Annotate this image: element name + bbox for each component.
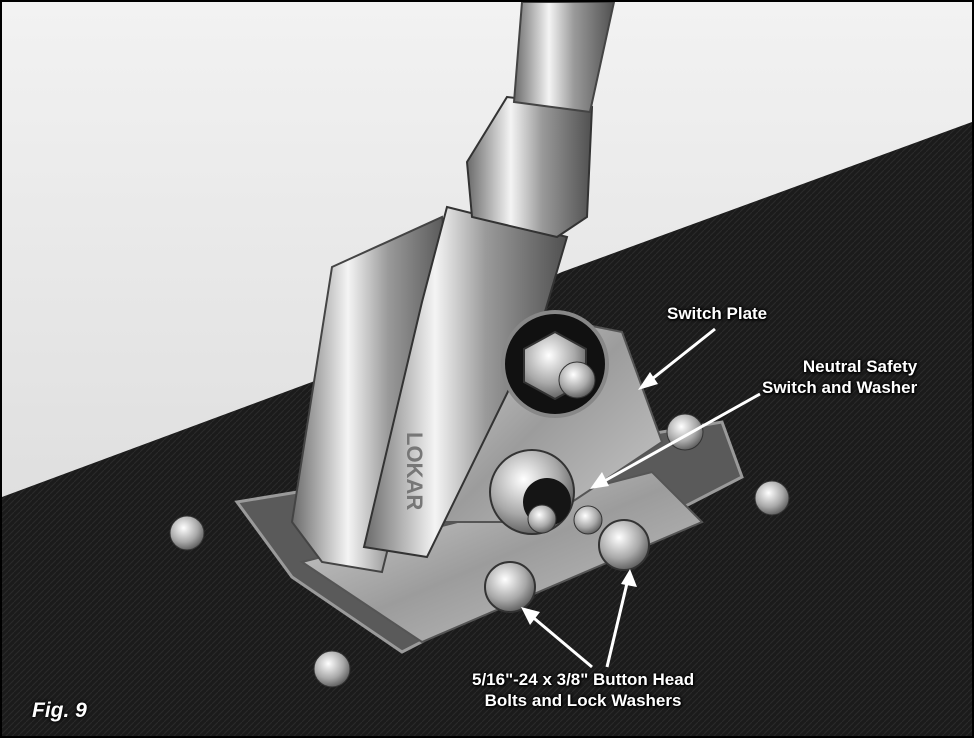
annotation-arrows: [521, 327, 761, 669]
lever-engraving: LOKAR: [402, 432, 427, 510]
screw-right: [754, 480, 790, 516]
screw-bottom: [313, 650, 351, 688]
figure-number: Fig. 9: [32, 699, 87, 722]
arrow-switch-plate: [646, 327, 716, 385]
arrow-safety-switch: [598, 392, 761, 486]
shift-rod: [512, 2, 616, 114]
arrowhead-bolt-left: [521, 607, 540, 625]
shifter-arm: [290, 215, 454, 574]
label-neutral-safety-line1: Neutral Safety: [802, 357, 918, 376]
label-neutral-safety-switch: Neutral Safety Switch and Washer: [762, 356, 917, 398]
arrow-bolt-right: [605, 578, 630, 668]
arrowhead-bolt-right: [621, 569, 637, 587]
label-bolts-line1: 5/16"-24 x 3/8" Button Head: [472, 670, 695, 689]
safety-switch-nut: [527, 504, 557, 534]
label-neutral-safety-line2: Switch and Washer: [762, 378, 918, 397]
screw-left: [169, 515, 205, 551]
arrowhead-switch-plate: [638, 372, 658, 390]
arrowhead-safety-switch: [590, 472, 609, 489]
button-bolt-left: [484, 561, 536, 613]
label-button-head-bolts: 5/16"-24 x 3/8" Button Head Bolts and Lo…: [472, 669, 694, 711]
label-switch-plate-text: Switch Plate: [667, 304, 768, 323]
label-switch-plate: Switch Plate: [667, 303, 767, 324]
label-bolts-line2: Bolts and Lock Washers: [484, 691, 682, 710]
safety-switch-stud: [573, 505, 603, 535]
pivot-bolt-end: [558, 361, 596, 399]
lever-body: [362, 205, 569, 559]
arrow-bolt-left: [528, 612, 593, 669]
button-bolt-right: [598, 519, 650, 571]
